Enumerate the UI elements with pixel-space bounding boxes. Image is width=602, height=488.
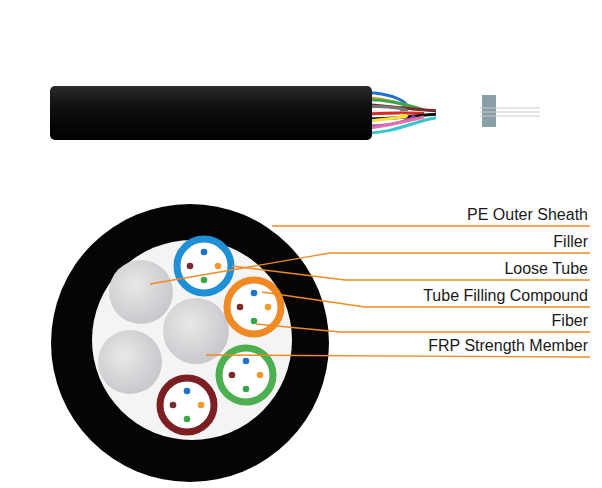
fiber bbox=[198, 402, 205, 409]
fiber bbox=[257, 372, 264, 379]
fiber bbox=[170, 402, 177, 409]
cable-side-view bbox=[50, 86, 540, 140]
loose-tube bbox=[219, 348, 273, 402]
part-label: Loose Tube bbox=[501, 260, 588, 278]
leader-lines bbox=[150, 226, 590, 357]
part-label: Tube Filling Compound bbox=[420, 287, 588, 305]
cable-cross-section bbox=[51, 204, 329, 482]
fiber bbox=[184, 416, 191, 423]
part-label: PE Outer Sheath bbox=[464, 206, 588, 224]
part-label: FRP Strength Member bbox=[425, 337, 588, 355]
part-label: Fiber bbox=[549, 312, 588, 330]
fiber bbox=[243, 358, 250, 365]
fiber bbox=[229, 372, 236, 379]
fiber bbox=[265, 304, 272, 311]
fiber bbox=[251, 290, 258, 297]
part-label: Filler bbox=[550, 233, 588, 251]
fiber bbox=[201, 277, 208, 284]
fiber-end bbox=[480, 116, 540, 117]
fiber-strands bbox=[360, 93, 540, 133]
fiber bbox=[184, 388, 191, 395]
fiber bbox=[201, 249, 208, 256]
loose-tubes bbox=[160, 239, 281, 432]
fiber bbox=[243, 386, 250, 393]
fiber bbox=[251, 318, 258, 325]
fiber bbox=[187, 263, 194, 270]
fiber-end bbox=[480, 112, 540, 113]
filler bbox=[98, 330, 162, 394]
fiber bbox=[237, 304, 244, 311]
strength-member-end bbox=[482, 95, 496, 127]
pe-outer-sheath bbox=[51, 204, 329, 482]
outer-sheath bbox=[50, 86, 372, 140]
fiber bbox=[215, 263, 222, 270]
frp-strength-member bbox=[163, 298, 229, 364]
loose-tube bbox=[177, 239, 231, 293]
fiber-end bbox=[480, 108, 540, 109]
filler bbox=[109, 260, 173, 324]
loose-tube bbox=[160, 378, 214, 432]
